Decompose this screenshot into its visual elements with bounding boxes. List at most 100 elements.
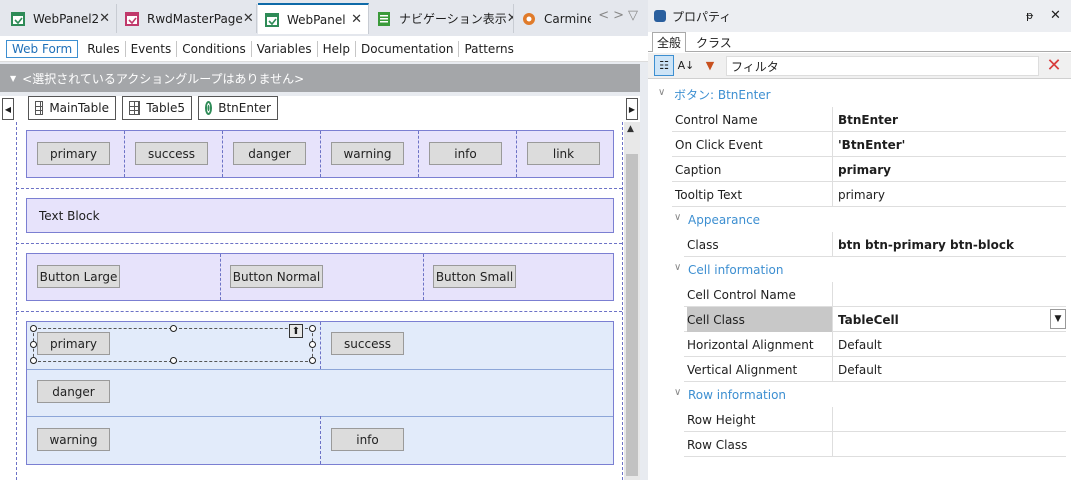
action-group-bar[interactable]: ▼ <選択されているアクショングループはありません> (0, 64, 640, 92)
property-value[interactable]: 'BtnEnter' (838, 137, 906, 152)
subtab-help[interactable]: Help (318, 40, 356, 57)
breadcrumb-label: MainTable (49, 101, 109, 115)
chevron-down-icon[interactable]: ▽ (628, 8, 642, 23)
resize-handle[interactable] (30, 341, 37, 348)
tab-class[interactable]: クラス (696, 35, 732, 50)
danger-button[interactable]: danger (233, 142, 306, 165)
property-row[interactable]: Tooltip Text primary (672, 182, 1066, 207)
property-value[interactable]: Default (838, 362, 882, 377)
sort-az-icon[interactable]: A↓ (677, 59, 695, 72)
pin-icon[interactable]: ᵽ (1026, 9, 1034, 22)
subtab-patterns[interactable]: Patterns (464, 41, 514, 56)
tab-rwdmasterpage[interactable]: RwdMasterPage ✕ (118, 4, 257, 33)
subtab-variables[interactable]: Variables (252, 40, 318, 57)
button-normal[interactable]: Button Normal (230, 265, 323, 288)
breadcrumb-table5[interactable]: Table5 (122, 96, 192, 120)
subtab-conditions[interactable]: Conditions (177, 40, 252, 57)
warning-button[interactable]: warning (331, 142, 404, 165)
close-icon[interactable]: ✕ (242, 11, 254, 26)
property-row[interactable]: Row Class (684, 432, 1066, 457)
masterpage-icon (124, 11, 140, 27)
tab-navigation-arrows[interactable]: <>▽ (598, 8, 642, 23)
webpanel-icon (10, 11, 26, 27)
property-category-header[interactable]: ∨ ボタン: BtnEnter (648, 82, 1071, 107)
property-row[interactable]: Horizontal Alignment Default (684, 332, 1066, 357)
primary-button-selected[interactable]: primary (37, 332, 110, 355)
responsive-table[interactable]: ⬆ primary success danger warning info (26, 321, 614, 465)
move-up-icon[interactable]: ⬆ (289, 324, 303, 338)
table-icon (35, 101, 44, 115)
chevron-down-icon[interactable]: ▼ (1050, 309, 1066, 329)
cell-divider (320, 322, 321, 369)
property-row[interactable]: Row Height (684, 407, 1066, 432)
info-button[interactable]: info (331, 428, 404, 451)
scroll-left-button[interactable]: ◀ (2, 98, 14, 120)
property-value[interactable]: primary (838, 162, 891, 177)
filter-input[interactable]: フィルタ (726, 56, 1039, 76)
property-category-row-information[interactable]: ∨ Row information (648, 382, 1071, 407)
button-large[interactable]: Button Large (37, 265, 120, 288)
property-value[interactable]: BtnEnter (838, 112, 898, 127)
property-row[interactable]: Vertical Alignment Default (684, 357, 1066, 382)
subtab-events[interactable]: Events (126, 40, 178, 57)
success-button[interactable]: success (135, 142, 208, 165)
design-canvas[interactable]: primary success danger warning info link… (0, 122, 624, 480)
warning-button[interactable]: warning (37, 428, 110, 451)
breadcrumb-maintable[interactable]: MainTable (28, 96, 116, 120)
primary-button[interactable]: primary (37, 142, 110, 165)
tab-navigation[interactable]: ナビゲーション表示 ✕ (370, 4, 514, 33)
property-value[interactable]: TableCell (838, 312, 899, 327)
property-value[interactable]: btn btn-primary btn-block (838, 237, 1014, 252)
resize-handle[interactable] (309, 341, 316, 348)
filter-icon[interactable]: ▼ (705, 59, 715, 72)
resize-handle[interactable] (30, 357, 37, 364)
link-button[interactable]: link (527, 142, 600, 165)
property-row[interactable]: Cell Control Name (684, 282, 1066, 307)
resize-handle[interactable] (309, 357, 316, 364)
tab-general[interactable]: 全般 (652, 32, 687, 52)
resize-handle[interactable] (170, 357, 177, 364)
property-value[interactable]: Default (838, 337, 882, 352)
canvas-guide (16, 188, 622, 189)
property-row-selected[interactable]: Cell Class TableCell ▼ (684, 307, 1066, 332)
text-block-container[interactable]: Text Block (26, 198, 614, 233)
chevron-right-icon[interactable]: > (613, 8, 628, 23)
tab-webpanel2[interactable]: WebPanel2 ✕ (4, 4, 117, 33)
close-icon[interactable]: ✕ (1050, 8, 1061, 23)
resize-handle[interactable] (309, 325, 316, 332)
button-small[interactable]: Button Small (433, 265, 516, 288)
subtab-documentation[interactable]: Documentation (356, 40, 460, 57)
property-row[interactable]: Caption primary (672, 157, 1066, 182)
text-block[interactable]: Text Block (39, 209, 100, 223)
breadcrumb-btnenter[interactable]: BtnEnter (198, 96, 278, 120)
info-button[interactable]: info (429, 142, 502, 165)
tab-carmine[interactable]: Carmine (515, 4, 591, 33)
subtab-web-form[interactable]: Web Form (6, 39, 79, 58)
danger-button[interactable]: danger (37, 380, 110, 403)
tab-webpanel[interactable]: WebPanel ✕ (258, 3, 369, 34)
button-row-table[interactable]: primary success danger warning info link (26, 130, 614, 178)
success-button[interactable]: success (331, 332, 404, 355)
properties-titlebar: プロパティ ᵽ ✕ (648, 0, 1071, 32)
close-icon[interactable]: ✕ (507, 11, 513, 26)
button-size-table[interactable]: Button Large Button Normal Button Small (26, 253, 614, 301)
resize-handle[interactable] (30, 325, 37, 332)
property-row[interactable]: Control Name BtnEnter (672, 107, 1066, 132)
scrollbar-thumb[interactable] (626, 154, 638, 476)
categorized-view-icon[interactable]: ☷ (654, 55, 674, 76)
resize-handle[interactable] (170, 325, 177, 332)
property-category-appearance[interactable]: ∨ Appearance (648, 207, 1071, 232)
property-category-cell-information[interactable]: ∨ Cell information (648, 257, 1071, 282)
property-row[interactable]: Class btn btn-primary btn-block (684, 232, 1066, 257)
property-row[interactable]: On Click Event 'BtnEnter' (672, 132, 1066, 157)
subtab-rules[interactable]: Rules (82, 40, 126, 57)
chevron-up-icon[interactable]: ▲ (627, 124, 634, 134)
close-icon[interactable]: ✕ (351, 12, 362, 27)
property-value[interactable]: primary (838, 187, 885, 202)
clear-filter-icon[interactable]: ✕ (1046, 55, 1062, 76)
chevron-left-icon[interactable]: < (598, 8, 614, 23)
close-icon[interactable]: ✕ (99, 11, 111, 26)
vertical-scrollbar[interactable]: ▲ (624, 122, 640, 480)
navigation-icon (376, 11, 392, 27)
scroll-right-button[interactable]: ▶ (626, 98, 638, 120)
